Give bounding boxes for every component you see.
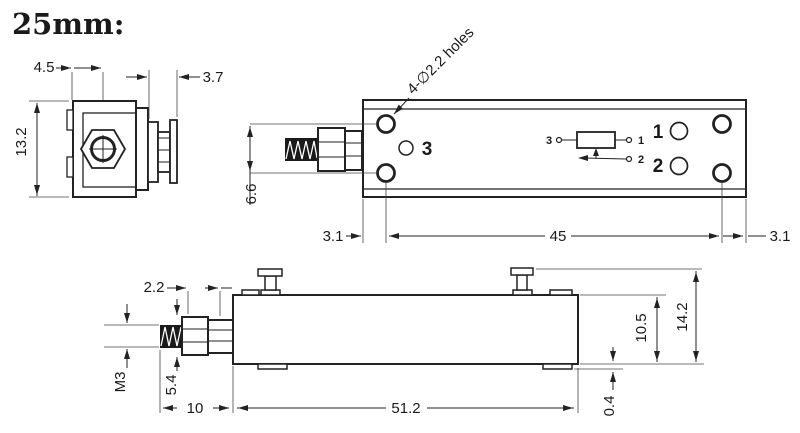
foot-right xyxy=(542,363,573,370)
end-view-tab-top xyxy=(66,109,74,131)
mounting-hole-top-right xyxy=(712,114,732,134)
terminal-hole-3 xyxy=(398,140,414,156)
schematic-label-2: 2 xyxy=(638,154,644,166)
potentiometer-schematic: 3 1 2 xyxy=(546,131,644,166)
bushing-step xyxy=(147,121,159,183)
dim-top-hole-pitch-vertical: 6.6 xyxy=(243,123,377,205)
dim-label-14-2: 14.2 xyxy=(674,302,691,331)
dim-end-shaft-length: 3.7 xyxy=(126,69,223,119)
dim-label-10: 10 xyxy=(187,400,204,417)
holes-note-label: 4-∅2.2 holes xyxy=(404,24,478,98)
top-view-shaft xyxy=(285,127,363,172)
dim-label-2-2: 2.2 xyxy=(144,279,165,296)
size-title: 25mm: xyxy=(12,7,124,41)
dim-nut-height: 5.4 xyxy=(163,299,180,395)
top-view-body xyxy=(362,99,747,198)
mounting-hole-bottom-left xyxy=(376,163,396,183)
foot-left xyxy=(257,363,288,370)
pad-label-2: 2 xyxy=(653,156,664,177)
dim-top-horizontal: 3.1 45 3.1 xyxy=(323,182,791,245)
schematic-label-1: 1 xyxy=(638,135,644,147)
dim-label-10-5: 10.5 xyxy=(633,313,650,342)
schematic-wiper-arrow xyxy=(593,148,599,156)
bushing-end-cap xyxy=(169,119,178,184)
schematic-left-arrow xyxy=(578,155,588,161)
dim-label-4-5: 4.5 xyxy=(34,59,55,76)
dim-end-height: 13.2 xyxy=(13,100,69,198)
dim-right-vertical: 0.4 10.5 14.2 xyxy=(536,268,704,417)
dim-label-45: 45 xyxy=(550,228,567,245)
hex-nut-1 xyxy=(317,127,346,172)
top-tab-right xyxy=(549,289,573,296)
terminal-pin-1-cap xyxy=(257,268,283,277)
terminal-hole-1 xyxy=(669,121,689,141)
terminal-pin-2-cap xyxy=(510,267,534,276)
terminal-pin-1-stem xyxy=(264,275,277,291)
dim-end-center-offset: 4.5 xyxy=(34,59,101,100)
mounting-hole-bottom-right xyxy=(712,163,732,183)
dim-thread-spec: M3 xyxy=(104,304,159,392)
hex-nut-2 xyxy=(344,130,363,171)
dim-label-right-3-1: 3.1 xyxy=(770,228,791,245)
dim-nut-spacing: 2.2 xyxy=(144,279,232,316)
terminal-pin-2-stem xyxy=(516,274,528,291)
side-view-shaft xyxy=(160,316,234,356)
dim-label-5-4: 5.4 xyxy=(163,375,180,396)
end-view: 4.5 3.7 13.2 xyxy=(13,59,223,198)
schematic-label-3: 3 xyxy=(546,135,552,147)
dim-label-13-2: 13.2 xyxy=(13,127,30,156)
side-view-body xyxy=(232,294,579,365)
dim-label-left-3-1: 3.1 xyxy=(323,228,344,245)
pad-label-3: 3 xyxy=(422,139,433,160)
end-view-tab-bottom xyxy=(66,156,74,178)
dim-label-3-7: 3.7 xyxy=(203,69,224,86)
top-view: 3 1 2 3 1 2 xyxy=(243,24,790,245)
end-view-flange xyxy=(135,107,149,191)
dim-label-6-6: 6.6 xyxy=(243,184,260,205)
dim-label-51-2: 51.2 xyxy=(391,400,420,417)
dim-label-0-4: 0.4 xyxy=(601,396,618,417)
dim-label-m3: M3 xyxy=(112,372,129,393)
dim-bottom-horizontal: 10 51.2 xyxy=(159,350,579,417)
top-tab-left xyxy=(241,289,260,296)
terminal-hole-2 xyxy=(669,156,689,176)
hex-nut-2 xyxy=(207,319,234,354)
mounting-hole-top-left xyxy=(376,114,396,134)
schematic-resistor-body xyxy=(576,131,616,149)
hex-nut-1 xyxy=(181,316,209,356)
side-view: 2.2 M3 5.4 10 xyxy=(104,267,704,417)
pad-label-1: 1 xyxy=(653,122,664,143)
